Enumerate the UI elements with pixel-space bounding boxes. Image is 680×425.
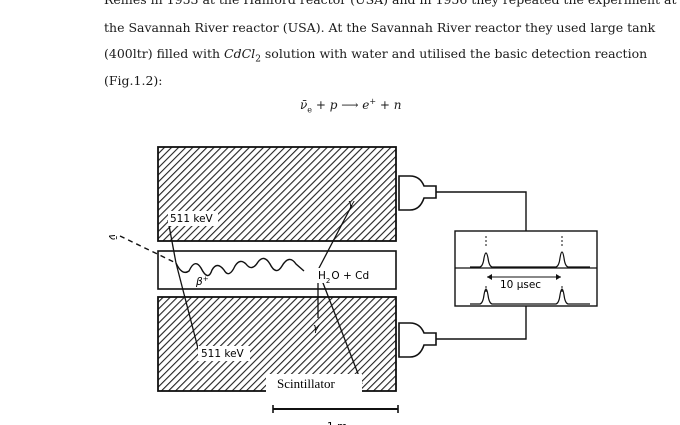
top-scintillator-block	[157, 146, 397, 242]
photomultiplier-bottom	[398, 322, 437, 358]
eq-middle: + p ⟶ e	[312, 98, 370, 112]
scale-label: 1 m	[327, 421, 347, 425]
pulse-lower-2	[540, 288, 590, 305]
formula-cdcl2: CdCl	[224, 46, 256, 61]
pulse-upper-1	[470, 252, 540, 268]
gamma-capture-diag	[317, 269, 363, 385]
positron-label: β+	[195, 275, 209, 288]
timing-label: 10 μsec	[500, 279, 541, 291]
antineutrino-label: ν̄	[106, 234, 118, 240]
target-label: H2O + Cd	[318, 270, 369, 285]
signal-cable-bottom	[436, 306, 527, 340]
pulse-upper-2	[540, 251, 590, 268]
gamma-track-up-left	[167, 219, 177, 264]
gamma-label-top: γ	[348, 198, 355, 210]
line2-start: (400ltr) filled with	[104, 46, 225, 61]
pulse-lower-1	[470, 288, 540, 305]
signal-cable-top	[436, 191, 527, 231]
gamma-capture-up	[317, 204, 353, 271]
eq-antineutrino: ν̄	[300, 98, 308, 112]
eq-tail: + n	[376, 98, 402, 112]
energy-label-bottom: 511 keV	[201, 348, 245, 360]
reaction-equation: ν̄e + p ⟶ e+ + n	[300, 97, 401, 114]
positron-track	[175, 257, 305, 277]
paragraph-line-3: (Fig.1.2):	[104, 73, 163, 88]
gamma-label-bottom: γ	[313, 322, 320, 334]
antineutrino-track	[119, 235, 177, 264]
formula-subscript: 2	[255, 54, 261, 65]
eq-nu-subscript: e	[307, 105, 313, 115]
gamma-track-down-left	[175, 262, 201, 357]
line2-end: solution with water and utilised the bas…	[260, 46, 648, 61]
paragraph-line-0: Reines in 1953 at the Hanford reactor (U…	[104, 0, 676, 8]
paragraph-line-2: (400ltr) filled with CdCl2 solution with…	[104, 46, 647, 68]
energy-label-top: 511 keV	[170, 213, 214, 225]
scintillator-label: Scintillator	[277, 376, 335, 391]
photomultiplier-top	[398, 175, 437, 211]
paragraph-line-1: the Savannah River reactor (USA). At the…	[104, 20, 656, 35]
eq-superscript: +	[369, 97, 377, 106]
